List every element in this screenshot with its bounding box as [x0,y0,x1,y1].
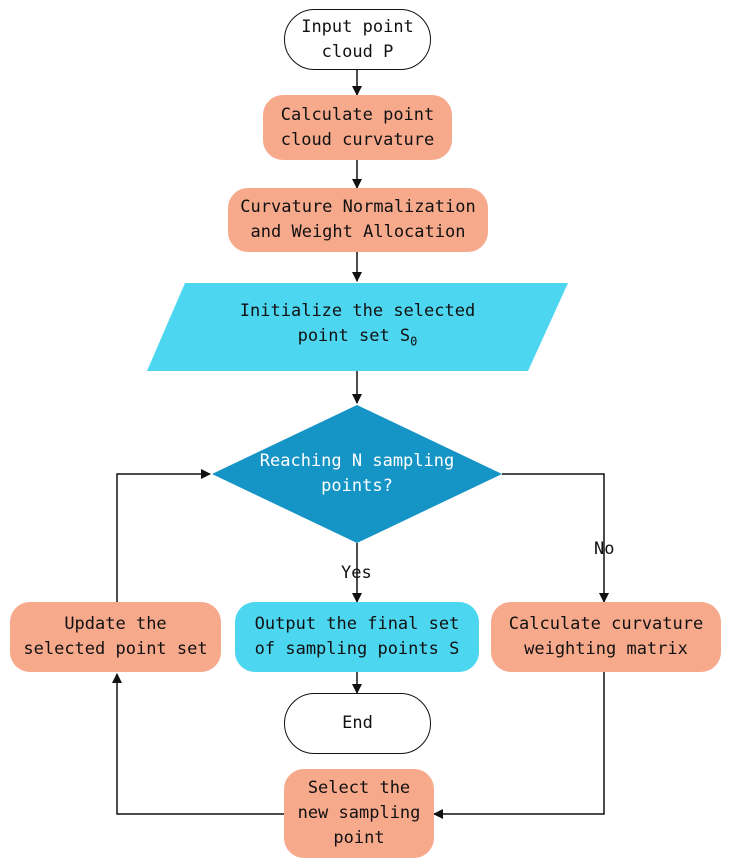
select-node: Select the new sampling point [284,769,434,858]
matrix-label: Calculate curvature weighting matrix [508,614,704,659]
curvature-node: Calculate point cloud curvature [263,95,452,160]
curvature-label: Calculate point cloud curvature [280,104,435,150]
edge-matrix-to-select [433,672,605,819]
start-label: Input point cloud P [301,16,414,62]
initialize-label-prefix: point set S [297,326,411,347]
no-label: No [594,539,615,559]
edge-select-to-update [112,673,284,815]
edge-decision-to-matrix [502,473,609,603]
start-node: Input point cloud P [284,9,431,70]
initialize-label-subscript: 0 [410,334,418,349]
yes-label: Yes [341,563,372,583]
edge-update-to-decision [116,469,211,602]
matrix-node: Calculate curvature weighting matrix [491,602,721,672]
end-node: End [284,693,431,754]
decision-node: Reaching N sampling points? [232,444,482,504]
select-label: Select the new sampling point [297,778,421,848]
update-label: Update the selected point set [23,614,208,659]
update-node: Update the selected point set [10,602,221,672]
initialize-node: Initialize the selected point set S0 [170,295,545,359]
output-node: Output the final set of sampling points … [235,602,479,672]
decision-shape [212,405,502,543]
normalization-label: Curvature Normalization and Weight Alloc… [240,197,476,242]
output-label: Output the final set of sampling points … [254,614,460,659]
initialize-label-line1: Initialize the selected [239,301,476,322]
initialize-label-line2: point set S0 [298,324,418,354]
normalization-node: Curvature Normalization and Weight Alloc… [228,188,488,252]
decision-label: Reaching N sampling points? [259,451,455,496]
end-label: End [342,713,373,733]
initialize-shape [147,283,568,371]
